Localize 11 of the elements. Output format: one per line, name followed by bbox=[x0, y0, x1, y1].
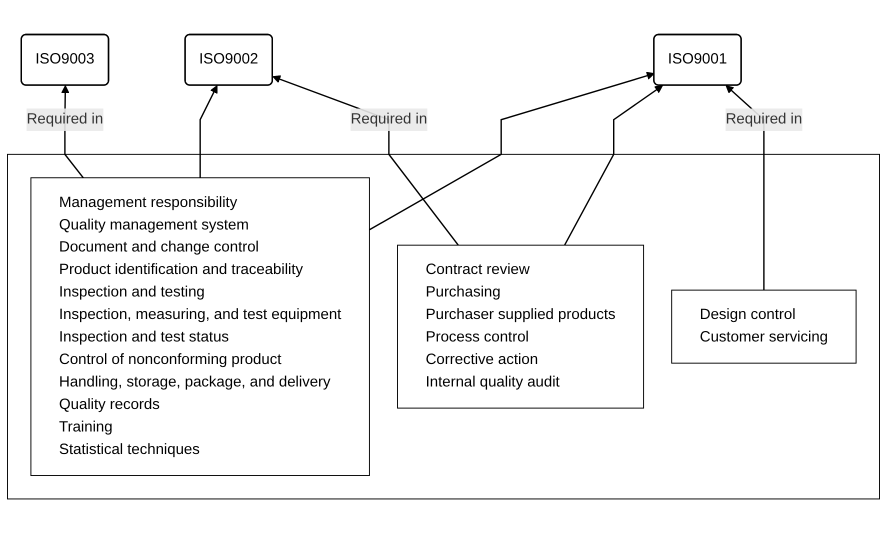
cluster bbox=[7, 154, 880, 500]
node-box: Contract review Purchasing Purchaser supplied products Process control Corrective action Internal quality audit bbox=[397, 244, 644, 408]
edge-label: Required in bbox=[26, 111, 104, 127]
edge-label: Required in bbox=[726, 111, 802, 127]
node-box: Management responsibility Quality management system Document and change control Product identification and traceability Inspection and testing Inspection, measuring, and test equipment Inspection and test status Control of nonconforming product Handling, storage, package, and delivery Quality records Training Statistical techniques bbox=[30, 177, 370, 476]
arrow bbox=[272, 75, 459, 246]
arrow bbox=[564, 84, 663, 246]
arrow bbox=[369, 72, 655, 230]
arrow bbox=[199, 84, 218, 178]
node-box: Design control Customer servicing bbox=[671, 289, 857, 364]
edge-label: Required in bbox=[350, 111, 428, 127]
